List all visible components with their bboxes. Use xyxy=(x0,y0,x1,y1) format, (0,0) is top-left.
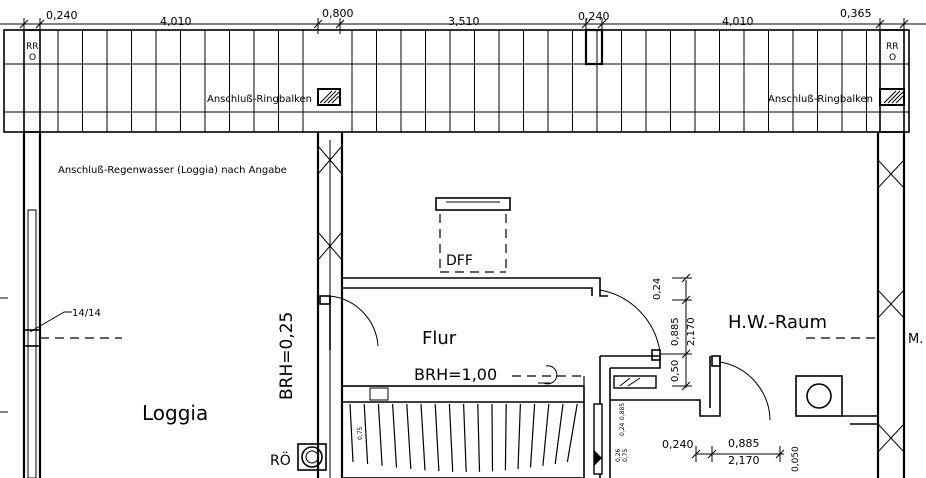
staircase xyxy=(341,365,585,478)
dim-top-3: 0,800 xyxy=(322,7,354,20)
boiler xyxy=(795,375,843,417)
stair-tread xyxy=(477,403,481,472)
dim-right-3: 2,170 xyxy=(686,317,697,346)
stair-tread xyxy=(349,403,354,463)
small-dim-6: 0,050 xyxy=(791,446,801,472)
stair-tread xyxy=(420,403,426,471)
brh-100-label: BRH=1,00 xyxy=(414,365,497,384)
small-dim-1: 0,75 xyxy=(357,426,364,440)
stair-treads xyxy=(349,403,578,473)
roe-label: RÖ xyxy=(270,451,291,469)
bottom-dimension-chain xyxy=(691,446,785,462)
hatched-wall-bits xyxy=(593,375,657,475)
door-hw-raum xyxy=(599,289,771,421)
stair-tread xyxy=(392,403,398,468)
stair-tread xyxy=(504,403,507,471)
dim-top-6: 4,010 xyxy=(722,15,754,28)
flur-label: Flur xyxy=(422,328,457,349)
roof-strip xyxy=(3,29,910,133)
left-pillar xyxy=(23,29,41,133)
rr-sub-left: O xyxy=(29,53,36,63)
right-dimension-chain xyxy=(660,273,692,391)
loggia-label: Loggia xyxy=(142,401,208,425)
stair-tread xyxy=(529,403,536,468)
door-flur-left xyxy=(319,295,379,350)
regenwasser-note: Anschluß-Regenwasser (Loggia) nach Angab… xyxy=(58,165,287,176)
stair-tread xyxy=(434,403,440,472)
drain-size-label: 14/14 xyxy=(72,308,101,319)
dim-top-2: 4,010 xyxy=(160,15,192,28)
stair-tread xyxy=(406,403,412,470)
ringbalken-label-right: Anschluß-Ringbalken xyxy=(768,94,873,105)
dim-right-1: 0,24 xyxy=(652,278,663,300)
stair-tread xyxy=(363,403,369,465)
dim-top-5: 0,240 xyxy=(578,10,610,23)
stair-tread xyxy=(554,403,564,465)
small-dim-4: 0,24 xyxy=(619,422,626,436)
rr-label-left: RR xyxy=(26,42,39,52)
left-outer-wall xyxy=(22,132,42,478)
dim-bottom-1: 0,240 xyxy=(662,438,694,451)
dim-top-7: 0,365 xyxy=(840,7,872,20)
small-dim-3: 0,75 xyxy=(622,448,629,462)
right-outer-wall xyxy=(876,132,906,478)
stair-tread xyxy=(542,403,550,466)
dim-top-4: 3,510 xyxy=(448,15,480,28)
small-dim-5: 0,885 xyxy=(619,403,626,420)
stair-tread xyxy=(517,403,521,470)
hw-raum-label: H.W.-Raum xyxy=(728,312,827,333)
ringbalken-label-left: Anschluß-Ringbalken xyxy=(207,94,312,105)
rr-label-right: RR xyxy=(886,42,899,52)
middle-post xyxy=(584,28,604,66)
stair-tread xyxy=(491,403,494,472)
dim-right-2: 0,885 xyxy=(670,317,681,346)
brh-025-label: BRH=0,25 xyxy=(277,312,297,400)
dim-right-4: 0,50 xyxy=(670,360,681,382)
stair-tread xyxy=(377,403,383,466)
dff-label: DFF xyxy=(446,253,473,269)
stair-tread xyxy=(463,403,467,473)
right-pillar xyxy=(879,29,905,133)
rr-sub-right: O xyxy=(889,53,896,63)
rain-pipe xyxy=(297,443,327,471)
dim-bottom-2: 0,885 xyxy=(728,437,760,450)
section-cut-label: M. xyxy=(908,332,923,347)
small-dim-2: 0,26 xyxy=(615,448,622,462)
stair-tread xyxy=(448,403,454,472)
rafter-lines xyxy=(57,30,867,132)
dim-bottom-3: 2,170 xyxy=(728,454,760,467)
skylight-dff xyxy=(435,197,511,273)
dim-top-1: 0,240 xyxy=(46,9,78,22)
stair-tread xyxy=(566,403,578,463)
flur-walls xyxy=(342,277,878,478)
ringbalken-hatch-left xyxy=(319,90,340,104)
ringbalken-hatch-right xyxy=(883,90,904,104)
loggia-drain xyxy=(0,297,122,413)
